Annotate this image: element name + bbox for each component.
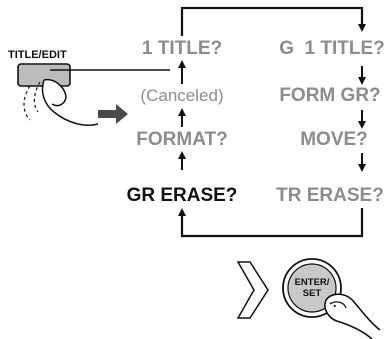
label-move: MOVE? [300,129,368,150]
pressing-finger-icon [23,78,99,126]
label-canceled: (Canceled) [140,86,223,105]
bottom-loop-connector [178,208,364,238]
enter-finger-icon [324,293,381,339]
enter-set-label-line2: SET [303,288,322,299]
motion-arrow-icon [98,104,128,124]
title-edit-button-label: TITLE/EDIT [8,49,67,61]
label-g-1-title: G 1 TITLE? [279,38,385,59]
top-loop-connector [180,6,366,36]
label-tr-erase: TR ERASE? [276,185,384,206]
label-form-gr: FORM GR? [279,85,380,106]
label-format: FORMAT? [136,129,227,150]
label-1-title: 1 TITLE? [142,38,222,59]
enter-set-label-line1: ENTER/ [295,277,330,288]
label-gr-erase: GR ERASE? [127,185,238,206]
outline-right-arrow-icon [236,261,269,319]
